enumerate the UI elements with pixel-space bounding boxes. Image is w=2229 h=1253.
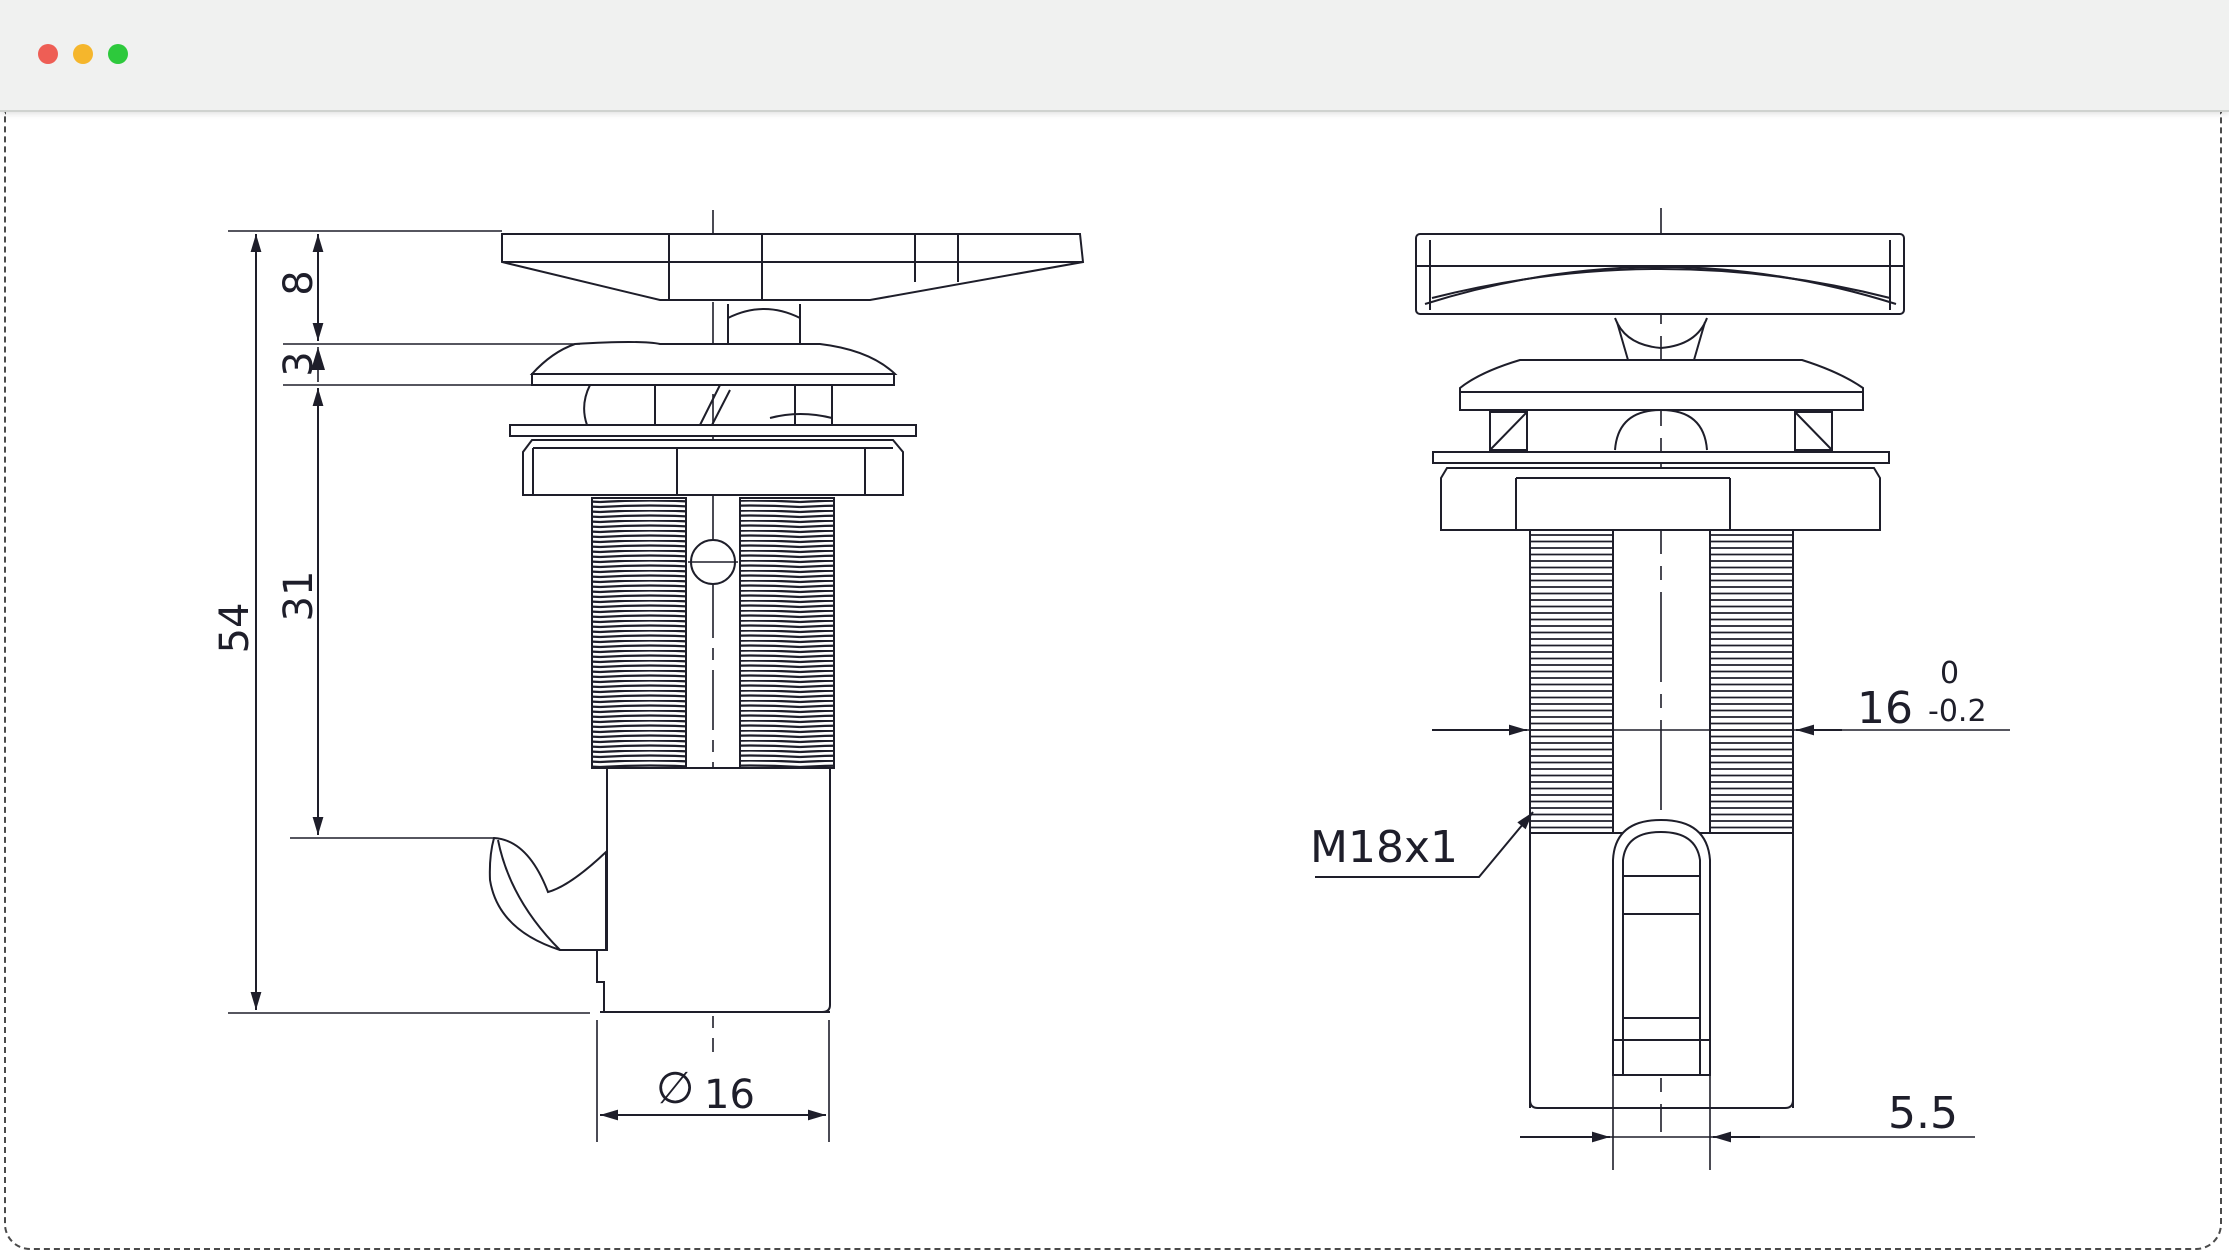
right-dimensions (1315, 724, 2010, 1143)
dim-tolerance-lower: -0.2 (1928, 694, 1987, 729)
left-view (488, 210, 1085, 1052)
dim-washer-label: 3 (276, 351, 322, 376)
dim-tolerance-upper: 0 (1940, 656, 1959, 691)
left-body (596, 767, 831, 1013)
left-cam (488, 836, 607, 951)
right-thread-a (1529, 529, 1614, 834)
left-thread-a (591, 497, 687, 769)
dim-overall-label: 54 (212, 603, 258, 654)
right-slot (1612, 818, 1711, 1076)
right-thread-b (1709, 529, 1794, 834)
content-frame (4, 112, 2222, 1250)
minimize-button[interactable] (73, 44, 93, 64)
thread-leader (1315, 811, 1534, 878)
dim-diameter-symbol: ∅ (656, 1063, 694, 1114)
right-handle (1415, 233, 1905, 315)
right-view (1415, 208, 1905, 1170)
left-dimensions (228, 230, 830, 1142)
dim-handle-label: 8 (276, 270, 322, 295)
dim-body-label: 31 (276, 571, 322, 622)
right-cap (1459, 359, 1864, 411)
left-washer-cap (529, 341, 898, 375)
right-nut (1440, 467, 1881, 531)
dim-diameter-label: 16 (704, 1072, 755, 1118)
dim-flat-label: 16 (1857, 683, 1913, 734)
right-plate (1432, 451, 1890, 464)
window-titlebar (0, 0, 2229, 112)
close-button[interactable] (38, 44, 58, 64)
left-plate (509, 424, 917, 437)
left-thread-b (739, 497, 835, 769)
thread-callout-label: M18x1 (1310, 822, 1458, 873)
dim-slot-label: 5.5 (1888, 1088, 1958, 1139)
left-handle (501, 233, 1085, 301)
maximize-button[interactable] (108, 44, 128, 64)
left-washer (531, 373, 895, 386)
left-nut (522, 439, 904, 496)
